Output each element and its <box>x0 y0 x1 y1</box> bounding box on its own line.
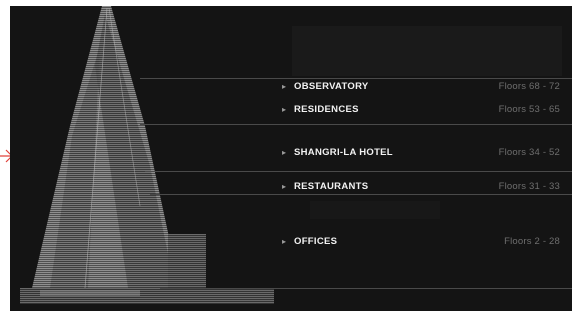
floor-range: Floors 34 - 52 <box>498 147 560 158</box>
divider <box>140 78 572 79</box>
menu-item-label: OFFICES <box>294 236 338 247</box>
triangle-right-icon: ▸ <box>282 237 287 246</box>
divider <box>160 288 572 289</box>
triangle-right-icon: ▸ <box>282 148 287 157</box>
floor-range: Floors 53 - 65 <box>498 104 560 115</box>
menu-item-label: OBSERVATORY <box>294 81 369 92</box>
menu-item-residences[interactable]: ▸ RESIDENCES Floors 53 - 65 <box>280 103 560 121</box>
floor-range: Floors 2 - 28 <box>504 236 560 247</box>
menu-item-label: SHANGRI-LA HOTEL <box>294 147 393 158</box>
triangle-right-icon: ▸ <box>282 105 287 114</box>
tower-illustration <box>20 6 562 304</box>
menu-item-offices[interactable]: ▸ OFFICES Floors 2 - 28 <box>280 235 560 253</box>
menu-item-label: RESIDENCES <box>294 104 359 115</box>
menu-item-shangri-la-hotel[interactable]: ▸ SHANGRI-LA HOTEL Floors 34 - 52 <box>280 146 560 164</box>
menu-item-restaurants[interactable]: ▸ RESTAURANTS Floors 31 - 33 <box>280 180 560 198</box>
building-floor-guide: ▸ OBSERVATORY Floors 68 - 72 ▸ RESIDENCE… <box>10 6 572 311</box>
menu-item-label: RESTAURANTS <box>294 181 369 192</box>
menu-item-observatory[interactable]: ▸ OBSERVATORY Floors 68 - 72 <box>280 80 560 98</box>
triangle-right-icon: ▸ <box>282 82 287 91</box>
divider <box>140 124 572 125</box>
floor-range: Floors 31 - 33 <box>498 181 560 192</box>
divider <box>145 171 572 172</box>
triangle-right-icon: ▸ <box>282 182 287 191</box>
floor-range: Floors 68 - 72 <box>498 81 560 92</box>
divider <box>150 194 572 195</box>
